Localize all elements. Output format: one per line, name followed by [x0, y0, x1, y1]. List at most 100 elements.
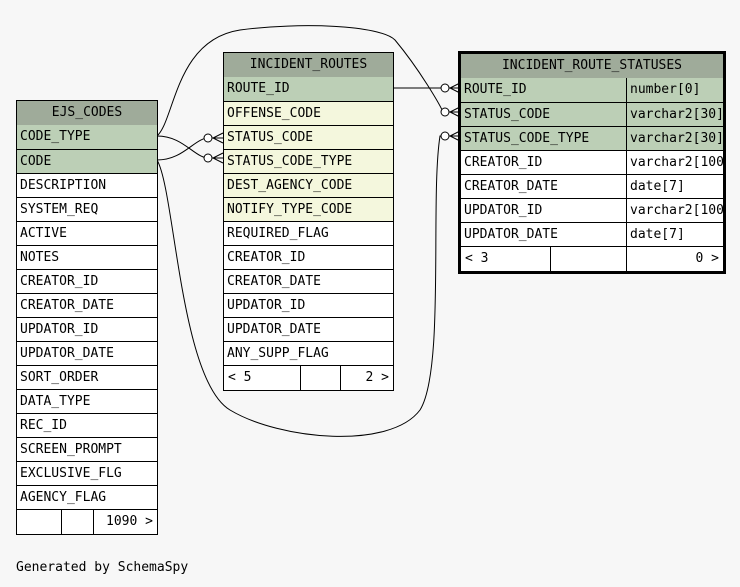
- column-name: CODE: [20, 154, 52, 169]
- column-row[interactable]: STATUS_CODE varchar2[30]: [461, 102, 723, 126]
- column-row[interactable]: ROUTE_ID: [224, 77, 393, 101]
- column-row[interactable]: SCREEN_PROMPT: [17, 437, 157, 461]
- column-name: CREATOR_DATE: [20, 298, 114, 313]
- table-footer: < 3 0 >: [461, 246, 723, 271]
- column-name: CREATOR_DATE: [464, 179, 558, 194]
- column-name: AGENCY_FLAG: [20, 490, 107, 505]
- column-type: varchar2[100]: [626, 199, 723, 222]
- column-row[interactable]: EXCLUSIVE_FLG: [17, 461, 157, 485]
- column-row[interactable]: UPDATOR_DATE: [17, 341, 157, 365]
- column-type: varchar2[30]: [626, 103, 723, 126]
- column-row[interactable]: UPDATOR_ID varchar2[100]: [461, 198, 723, 222]
- table-header[interactable]: EJS_CODES: [17, 101, 157, 125]
- column-name: SORT_ORDER: [20, 370, 99, 385]
- column-row[interactable]: ROUTE_ID number[0]: [461, 78, 723, 102]
- column-name: CREATOR_ID: [464, 155, 543, 170]
- zero-circle: [203, 153, 213, 163]
- table-header[interactable]: INCIDENT_ROUTE_STATUSES: [461, 54, 723, 78]
- table-incident-routes[interactable]: INCIDENT_ROUTES ROUTE_ID OFFENSE_CODE STAT…: [223, 52, 394, 391]
- column-row[interactable]: CREATOR_ID: [224, 245, 393, 269]
- column-name: UPDATOR_ID: [227, 298, 306, 313]
- column-name: NOTIFY_TYPE_CODE: [227, 202, 353, 217]
- column-name: STATUS_CODE_TYPE: [227, 154, 353, 169]
- column-name: STATUS_CODE: [227, 130, 314, 145]
- column-name: REC_ID: [20, 418, 67, 433]
- column-name: CREATOR_ID: [227, 250, 306, 265]
- column-name: CREATOR_ID: [20, 274, 99, 289]
- column-row[interactable]: SORT_ORDER: [17, 365, 157, 389]
- column-row[interactable]: CREATOR_DATE: [17, 293, 157, 317]
- column-name: SCREEN_PROMPT: [20, 442, 122, 457]
- column-row[interactable]: OFFENSE_CODE: [224, 101, 393, 125]
- column-type: date[7]: [626, 175, 723, 198]
- column-name: UPDATOR_ID: [464, 203, 543, 218]
- generated-by-credit: Generated by SchemaSpy: [16, 560, 189, 575]
- parent-count: < 3: [465, 251, 489, 266]
- column-name: STATUS_CODE_TYPE: [464, 131, 590, 146]
- column-row[interactable]: NOTIFY_TYPE_CODE: [224, 197, 393, 221]
- table-header[interactable]: INCIDENT_ROUTES: [224, 53, 393, 77]
- child-count: 0 >: [626, 247, 723, 271]
- child-count: 2 >: [340, 366, 393, 390]
- column-name: ROUTE_ID: [227, 81, 290, 96]
- column-row[interactable]: STATUS_CODE_TYPE varchar2[30]: [461, 126, 723, 150]
- column-row[interactable]: UPDATOR_DATE: [224, 317, 393, 341]
- column-row[interactable]: AGENCY_FLAG: [17, 485, 157, 509]
- column-name: SYSTEM_REQ: [20, 202, 99, 217]
- column-row[interactable]: DESCRIPTION: [17, 173, 157, 197]
- table-ejs-codes[interactable]: EJS_CODES CODE_TYPE CODE DESCRIPTION SYSTEM…: [16, 100, 158, 535]
- column-row[interactable]: CREATOR_DATE date[7]: [461, 174, 723, 198]
- rel-loop-status-code-type: [156, 135, 460, 437]
- column-name: UPDATOR_DATE: [227, 322, 321, 337]
- column-row[interactable]: CODE_TYPE: [17, 125, 157, 149]
- column-name: CREATOR_DATE: [227, 274, 321, 289]
- column-row[interactable]: CODE: [17, 149, 157, 173]
- column-name: UPDATOR_DATE: [464, 227, 558, 242]
- zero-circle: [203, 133, 213, 143]
- column-row[interactable]: STATUS_CODE: [224, 125, 393, 149]
- column-row[interactable]: DEST_AGENCY_CODE: [224, 173, 393, 197]
- column-row[interactable]: REQUIRED_FLAG: [224, 221, 393, 245]
- parent-count: < 5: [228, 370, 252, 385]
- column-name: DESCRIPTION: [20, 178, 107, 193]
- column-name: REQUIRED_FLAG: [227, 226, 329, 241]
- column-name: NOTES: [20, 250, 60, 265]
- column-name: DEST_AGENCY_CODE: [227, 178, 353, 193]
- column-type: number[0]: [626, 78, 723, 102]
- table-footer: < 5 2 >: [224, 365, 393, 390]
- column-row[interactable]: ANY_SUPP_FLAG: [224, 341, 393, 365]
- column-name: EXCLUSIVE_FLG: [20, 466, 122, 481]
- column-row[interactable]: CREATOR_ID: [17, 269, 157, 293]
- table-footer: 1090 >: [17, 509, 157, 534]
- child-count: 1090 >: [93, 510, 157, 534]
- column-name: OFFENSE_CODE: [227, 106, 321, 121]
- column-row[interactable]: NOTES: [17, 245, 157, 269]
- column-row[interactable]: DATA_TYPE: [17, 389, 157, 413]
- zero-circle: [440, 83, 450, 93]
- column-row[interactable]: ACTIVE: [17, 221, 157, 245]
- column-name: ROUTE_ID: [464, 82, 527, 97]
- column-name: CODE_TYPE: [20, 129, 91, 144]
- table-incident-route-statuses[interactable]: INCIDENT_ROUTE_STATUSES ROUTE_ID number[0…: [458, 51, 726, 274]
- column-row[interactable]: CREATOR_DATE: [224, 269, 393, 293]
- column-row[interactable]: UPDATOR_ID: [17, 317, 157, 341]
- rel-loop-status-code: [156, 25, 460, 137]
- column-name: STATUS_CODE: [464, 107, 551, 122]
- column-row[interactable]: REC_ID: [17, 413, 157, 437]
- column-name: ACTIVE: [20, 226, 67, 241]
- column-name: DATA_TYPE: [20, 394, 91, 409]
- column-type: varchar2[100]: [626, 151, 723, 174]
- column-row[interactable]: CREATOR_ID varchar2[100]: [461, 150, 723, 174]
- column-row[interactable]: UPDATOR_DATE date[7]: [461, 222, 723, 246]
- zero-circle: [440, 131, 450, 141]
- column-name: ANY_SUPP_FLAG: [227, 346, 329, 361]
- column-row[interactable]: SYSTEM_REQ: [17, 197, 157, 221]
- column-name: UPDATOR_ID: [20, 322, 99, 337]
- zero-circle: [440, 107, 450, 117]
- column-type: varchar2[30]: [626, 127, 723, 150]
- column-row[interactable]: UPDATOR_ID: [224, 293, 393, 317]
- column-row[interactable]: STATUS_CODE_TYPE: [224, 149, 393, 173]
- column-name: UPDATOR_DATE: [20, 346, 114, 361]
- column-type: date[7]: [626, 223, 723, 246]
